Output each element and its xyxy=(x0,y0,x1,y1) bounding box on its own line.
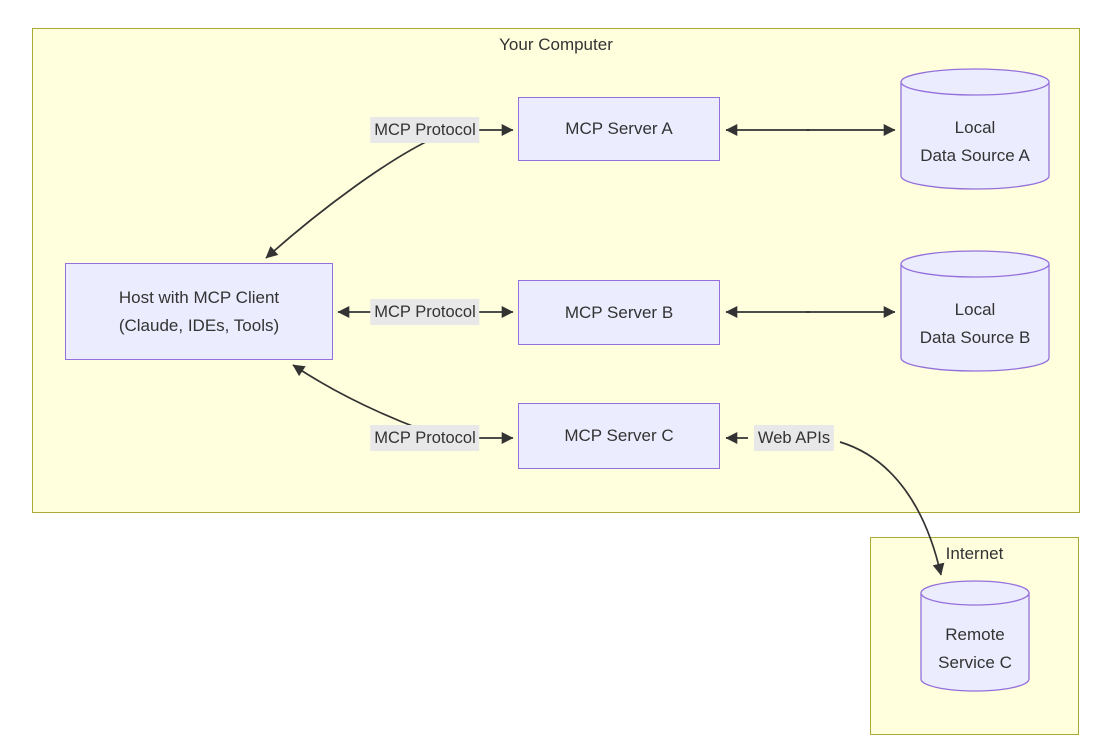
cylinder-shape xyxy=(900,250,1050,372)
edge-label-mcp-protocol-a: MCP Protocol xyxy=(370,117,480,143)
edge-label-web-apis: Web APIs xyxy=(753,425,835,451)
cylinder-shape xyxy=(900,68,1050,190)
edge-web-apis-to-remote-c xyxy=(839,441,945,576)
group-internet-title: Internet xyxy=(945,544,1004,563)
node-mcp-server-c: MCP Server C xyxy=(518,403,720,469)
remote-c-label-line2: Service C xyxy=(938,653,1012,672)
edge-protocol-a-to-host xyxy=(265,136,437,259)
data-b-label-line1: Local xyxy=(954,300,996,319)
node-local-data-source-b: Local Data Source B xyxy=(900,250,1050,372)
host-label-line1: Host with MCP Client xyxy=(118,287,280,307)
edge-label-mcp-protocol-b: MCP Protocol xyxy=(370,299,480,325)
host-label-line2: (Claude, IDEs, Tools) xyxy=(118,315,280,335)
group-internet: Internet xyxy=(870,537,1079,735)
edge-label-mcp-protocol-c: MCP Protocol xyxy=(370,425,480,451)
data-a-label-line1: Local xyxy=(954,118,996,137)
edge-protocol-c-to-host xyxy=(292,364,421,430)
group-your-computer-title: Your Computer xyxy=(499,35,613,54)
node-host-with-mcp-client: Host with MCP Client (Claude, IDEs, Tool… xyxy=(65,263,333,360)
mcp-server-a-label: MCP Server A xyxy=(565,119,673,138)
node-mcp-server-a: MCP Server A xyxy=(518,97,720,161)
remote-c-label-line1: Remote xyxy=(945,625,1005,644)
data-a-label-line2: Data Source A xyxy=(920,146,1030,165)
node-remote-service-c: Remote Service C xyxy=(920,580,1030,692)
node-local-data-source-a: Local Data Source A xyxy=(900,68,1050,190)
cylinder-shape xyxy=(920,580,1030,692)
mcp-server-c-label: MCP Server C xyxy=(564,426,674,445)
node-mcp-server-b: MCP Server B xyxy=(518,280,720,345)
mcp-server-b-label: MCP Server B xyxy=(564,302,674,322)
data-b-label-line2: Data Source B xyxy=(919,328,1031,347)
